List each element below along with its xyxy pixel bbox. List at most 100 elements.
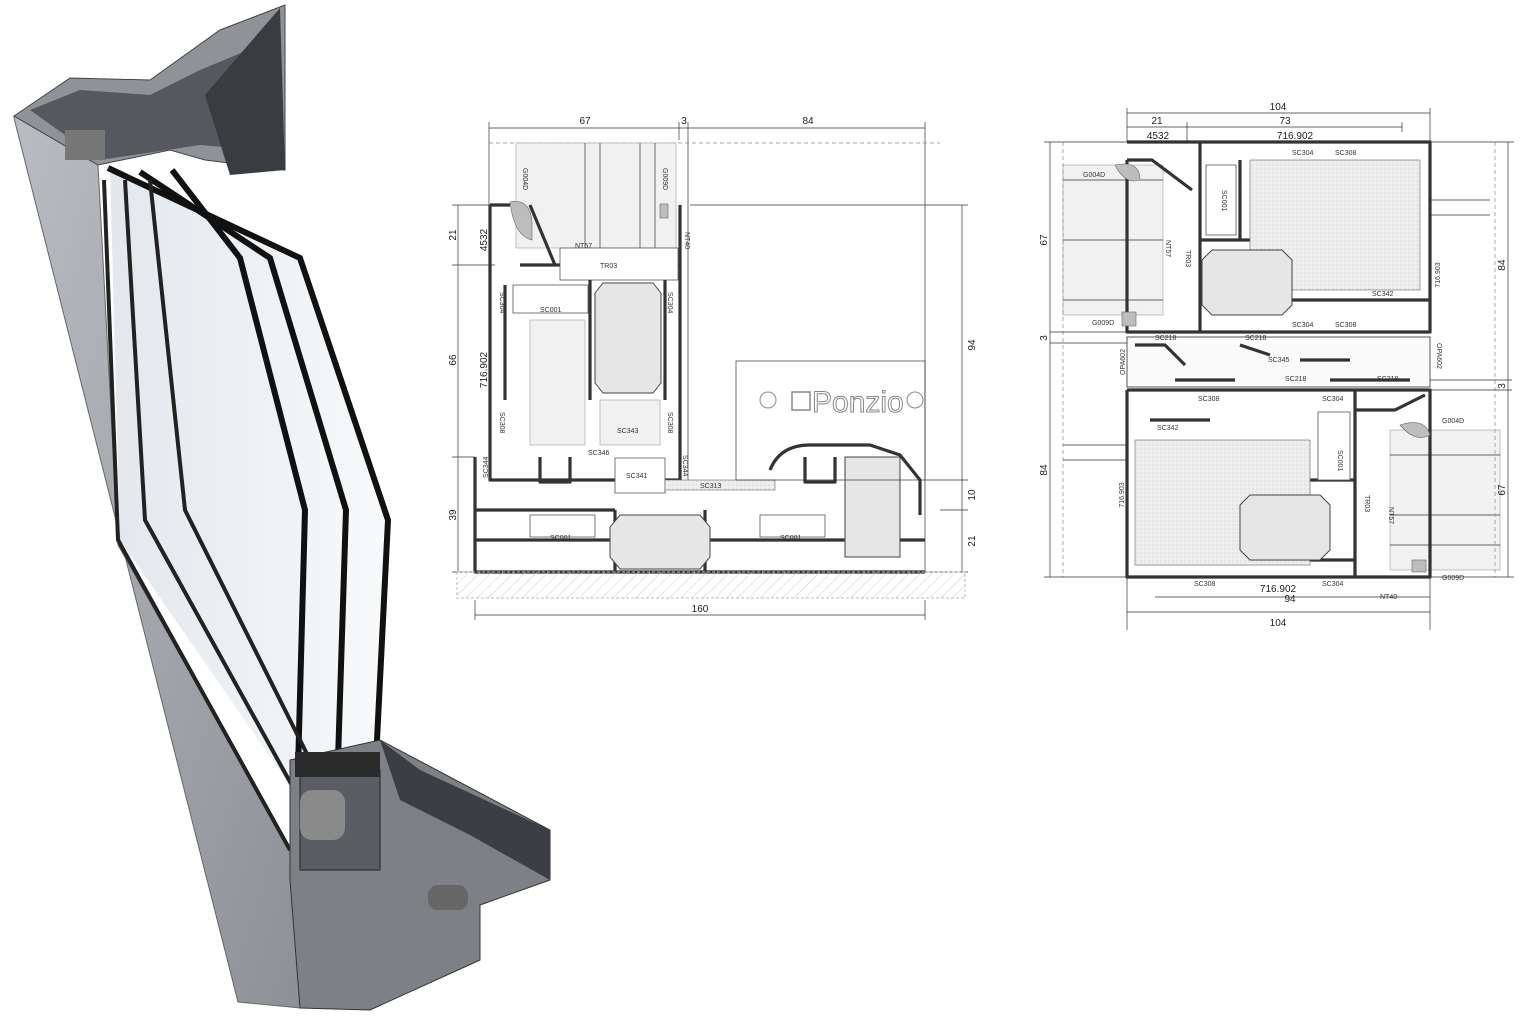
meeting-section-drawing: 104 21 73 4532 716.902 67 [1039, 102, 1514, 630]
dim-94: 94 [967, 339, 978, 351]
glass-pane [110, 170, 388, 800]
code-sc001-bottom-right: SC001 [780, 535, 802, 542]
code-nt57-upper: NT57 [1164, 240, 1171, 257]
code-sc001: SC001 [540, 307, 562, 314]
sc001-box-right [759, 514, 826, 538]
dim-21: 21 [448, 229, 459, 241]
sash-profile [488, 203, 682, 482]
code-sc001-bottom-left: SC001 [550, 535, 572, 542]
gasket-g009d-upper [1121, 311, 1137, 327]
code-sc308-lower-bottom: SC308 [1194, 581, 1216, 588]
code-nt57-lower: NT57 [1387, 507, 1394, 524]
code-sc342-upper: SC342 [1372, 291, 1394, 298]
code-g004d-lower: G004D [1442, 418, 1464, 425]
gasket-g004d-upper [1114, 163, 1141, 182]
roller-assembly [529, 319, 586, 446]
dim-21-right: 21 [967, 535, 978, 547]
interlock-profiles [1135, 343, 1410, 382]
dim-21-top: 21 [1151, 116, 1163, 127]
glass-spacer-lines [123, 179, 302, 801]
glass-unit-lower [1389, 429, 1501, 571]
upper-thermal-break [1201, 249, 1293, 316]
fixed-frame-profile [768, 443, 922, 515]
sc001-box-lower [1317, 411, 1351, 481]
code-716902-top: 716.902 [1277, 131, 1314, 142]
code-tr03: TR03 [600, 263, 617, 270]
code-sc346: SC346 [588, 450, 610, 457]
logo-box [735, 360, 926, 481]
dim-3-left: 3 [1039, 335, 1050, 341]
code-4532-top: 4532 [1147, 131, 1170, 142]
code-sc218-3: SC218 [1285, 376, 1307, 383]
gasket-g009d-lower [1411, 559, 1427, 573]
dim-67-right: 67 [1497, 484, 1508, 496]
sill-section-drawing: 67 3 84 21 66 39 4532 716.902 94 10 21 [448, 116, 978, 620]
code-sc343: SC343 [617, 428, 639, 435]
code-sc304-upper-top: SC304 [1292, 150, 1314, 157]
code-716902: 716.902 [479, 351, 490, 388]
code-nt40: NT40 [683, 232, 690, 249]
code-sc304-right: SC304 [666, 292, 673, 314]
code-sc342-lower: SC342 [1157, 425, 1179, 432]
code-sc308-right: SC308 [666, 412, 673, 434]
code-4532: 4532 [479, 228, 490, 251]
glass-bottom-edge [295, 752, 380, 777]
code-g004d-upper: G004D [1083, 172, 1105, 179]
dim-67: 67 [579, 116, 591, 127]
sash-inner-walls [503, 280, 667, 400]
code-g009d-lower: G009D [1442, 575, 1464, 582]
insulation-strip [300, 790, 345, 840]
code-716902-bottom: 716.902 [1260, 584, 1297, 595]
code-sc308-lower-top: SC308 [1198, 396, 1220, 403]
gasket-g009d [659, 203, 669, 219]
code-sc218-4: SC218 [1377, 376, 1399, 383]
glass-unit [515, 142, 677, 249]
code-tr03-lower: TR03 [1363, 495, 1370, 512]
code-sc344-right: SC344 [681, 455, 688, 477]
code-sc304-lower-top: SC304 [1322, 396, 1344, 403]
code-sc001-lower: SC001 [1336, 450, 1343, 472]
code-sc313: SC313 [700, 483, 722, 490]
code-716903-lower: 716.903 [1119, 482, 1126, 507]
gasket-g004d-lower [1399, 422, 1431, 438]
sc001-box-upper [1205, 164, 1237, 236]
glass-spacer-lines [148, 179, 312, 761]
dim-10: 10 [967, 489, 978, 501]
code-sc308-upper-bottom: SC308 [1335, 322, 1357, 329]
code-nt57: NT57 [575, 243, 592, 250]
sill-track [380, 740, 550, 880]
sc001-box-left [529, 514, 596, 538]
ponzio-logo-mark [791, 391, 811, 411]
code-opa602-left: OPA602 [1120, 349, 1127, 375]
crosshair-icon [906, 391, 924, 409]
dim-160: 160 [692, 604, 709, 615]
sc341-box [614, 457, 666, 494]
lower-thermal-break [1239, 494, 1331, 561]
sc001-box [512, 284, 589, 314]
code-nt40: NT40 [1380, 594, 1397, 601]
code-g009d: G009D [661, 168, 668, 190]
code-g009d-upper: G009D [1092, 320, 1114, 327]
3d-window-corner-render [13, 4, 551, 1011]
glass-edge-3 [169, 168, 309, 771]
code-sc304-lower-bottom: SC304 [1322, 581, 1344, 588]
dim-104-top: 104 [1270, 102, 1287, 113]
code-sc345: SC345 [1268, 357, 1290, 364]
code-sc304-upper-bottom: SC304 [1292, 322, 1314, 329]
code-716903-upper: 716.903 [1435, 262, 1442, 287]
code-tr03-upper: TR03 [1184, 250, 1191, 267]
crosshair-icon [759, 391, 777, 409]
fixed-glazing-insulation [844, 456, 901, 558]
code-g004d: G004D [521, 168, 528, 190]
dim-67-left: 67 [1039, 234, 1050, 246]
dim-84-left: 84 [1039, 464, 1050, 476]
code-sc344-left: SC344 [483, 456, 490, 478]
dim-94-bottom: 94 [1284, 594, 1296, 605]
code-sc304-left: SC304 [498, 292, 505, 314]
dim-104-bottom: 104 [1270, 618, 1287, 629]
ponzio-logo-text: Ponzio [812, 386, 904, 419]
gasket-g004d [509, 201, 533, 241]
thermal-break [594, 282, 662, 394]
sc313-strip [664, 479, 776, 491]
code-opa602-right: OPA602 [1435, 343, 1442, 369]
